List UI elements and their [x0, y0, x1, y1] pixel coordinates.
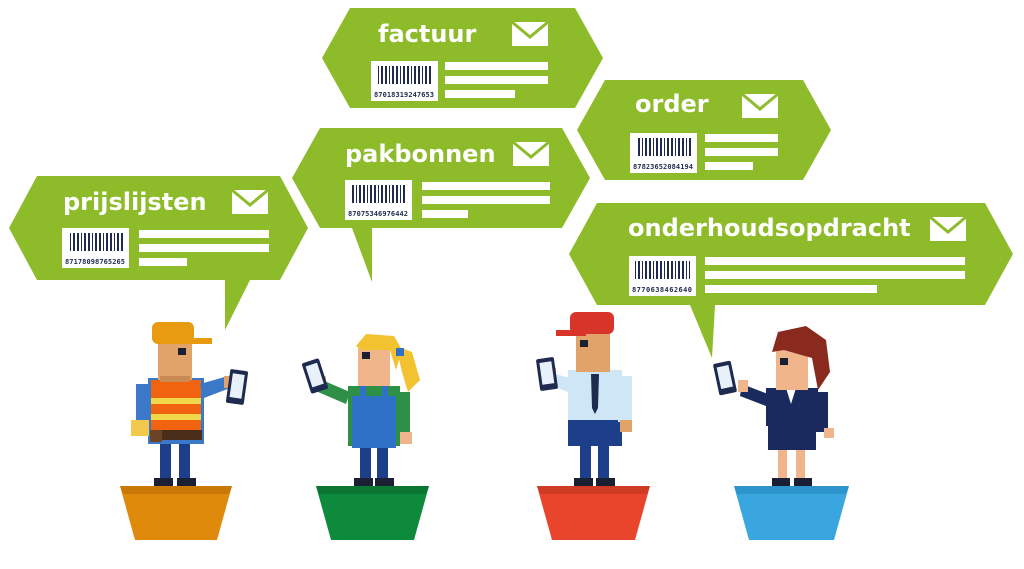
barcode-bars — [351, 185, 406, 203]
bubble-shape — [9, 176, 308, 330]
text-line — [705, 162, 753, 170]
envelope-icon — [512, 140, 550, 166]
text-line — [139, 258, 187, 266]
barcode-card: 87178098765265 — [62, 228, 129, 268]
text-line — [139, 244, 269, 252]
figure-blonde-worker — [302, 334, 420, 486]
envelope-icon — [929, 215, 967, 241]
pedestal-red — [537, 486, 650, 540]
text-line — [705, 271, 965, 279]
bubble-shape — [292, 128, 590, 282]
bubble-pakbonnen: pakbonnen 87075346976442 — [292, 128, 590, 282]
envelope-icon — [511, 20, 549, 46]
text-line — [705, 134, 778, 142]
barcode-bars — [635, 261, 690, 279]
bubble-onderhoudsopdracht: onderhoudsopdracht 8770638462640 — [569, 203, 1013, 358]
barcode-bars — [636, 138, 691, 156]
bubble-title: prijslijsten — [63, 188, 207, 216]
smartphone-icon — [302, 358, 328, 394]
text-line — [139, 230, 269, 238]
barcode-number: 87018319247653 — [374, 91, 434, 99]
text-line — [705, 285, 877, 293]
bubble-prijslijsten: prijslijsten 87178098765265 — [9, 176, 308, 330]
envelope-icon — [741, 92, 779, 118]
pedestal-blue — [734, 486, 849, 540]
bubble-title: factuur — [378, 20, 477, 48]
smartphone-icon — [225, 369, 249, 405]
bubble-order: order 87823652084194 — [577, 80, 831, 180]
figure-business-woman — [713, 326, 834, 486]
barcode-card: 8770638462640 — [629, 256, 696, 296]
pedestal-orange — [120, 486, 232, 540]
text-line — [445, 62, 548, 70]
barcode-bars — [68, 233, 123, 251]
barcode-card: 87075346976442 — [345, 180, 412, 220]
bubble-title: pakbonnen — [345, 140, 496, 168]
smartphone-icon — [536, 357, 558, 391]
envelope-icon — [231, 188, 269, 214]
text-line — [705, 148, 778, 156]
figure-office-man — [536, 312, 632, 486]
text-line — [422, 182, 550, 190]
barcode-number: 87823652084194 — [633, 163, 693, 171]
barcode-number: 8770638462640 — [632, 286, 692, 294]
text-line — [445, 90, 515, 98]
text-line — [422, 210, 468, 218]
barcode-card: 87823652084194 — [630, 133, 697, 173]
text-line — [445, 76, 548, 84]
bubble-factuur: factuur 87018319247653 — [322, 8, 603, 108]
barcode-number: 87075346976442 — [348, 210, 408, 218]
text-line — [705, 257, 965, 265]
bubble-title: order — [635, 90, 709, 118]
barcode-number: 87178098765265 — [65, 258, 125, 266]
figure-construction-worker — [131, 322, 249, 486]
barcode-card: 87018319247653 — [371, 61, 438, 101]
bubble-shape — [569, 203, 1013, 358]
pedestal-green — [316, 486, 429, 540]
text-line — [422, 196, 550, 204]
barcode-bars — [377, 66, 432, 84]
bubble-title: onderhoudsopdracht — [628, 214, 911, 242]
smartphone-icon — [713, 360, 737, 396]
